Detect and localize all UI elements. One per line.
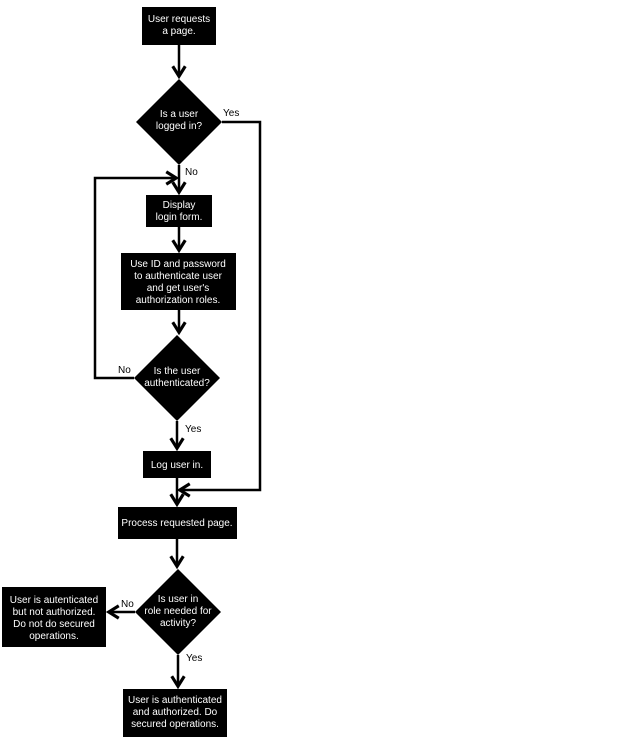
process-page-text: Process requested page. xyxy=(121,518,232,529)
text-line: authenticated? xyxy=(144,378,210,389)
text-line: Is the user xyxy=(154,366,201,377)
text-line: Log user in. xyxy=(151,460,203,471)
text-line: login form. xyxy=(156,212,203,223)
arrow-logged-in-yes xyxy=(181,120,262,490)
text-line: to authenticate user xyxy=(134,271,223,282)
text-line: User is authenticated xyxy=(128,695,222,706)
text-line: operations. xyxy=(29,631,78,642)
text-line: and authorized. Do xyxy=(133,707,218,718)
process-page-node: Process requested page. xyxy=(118,507,237,539)
text-line: authorization roles. xyxy=(136,295,221,306)
text-line: activity? xyxy=(160,618,197,629)
text-line: and get user's xyxy=(147,283,210,294)
text-line: Is user in xyxy=(158,594,199,605)
authenticated-yes-label: Yes xyxy=(185,424,201,435)
authenticated-no-label: No xyxy=(118,365,131,376)
role-no-label: No xyxy=(121,599,134,610)
log-in-node: Log user in. xyxy=(143,451,211,478)
text-line: Display xyxy=(163,200,196,211)
logged-in-yes-label: Yes xyxy=(223,108,239,119)
role-yes-label: Yes xyxy=(186,653,202,664)
text-line: Process requested page. xyxy=(121,518,232,529)
text-line: secured operations. xyxy=(131,719,219,730)
text-line: User requests xyxy=(148,14,210,25)
text-line: a page. xyxy=(162,26,195,37)
text-line: role needed for xyxy=(144,606,212,617)
logged-in-no-label: No xyxy=(185,167,198,178)
log-in-text: Log user in. xyxy=(151,460,203,471)
text-line: Is a user xyxy=(160,109,199,120)
text-line: but not authorized. xyxy=(13,607,96,618)
text-line: Use ID and password xyxy=(130,259,226,270)
arrow-authenticated-no xyxy=(93,178,175,380)
text-line: User is autenticated xyxy=(10,595,98,606)
text-line: logged in? xyxy=(156,121,203,132)
text-line: Do not do secured xyxy=(13,619,95,630)
